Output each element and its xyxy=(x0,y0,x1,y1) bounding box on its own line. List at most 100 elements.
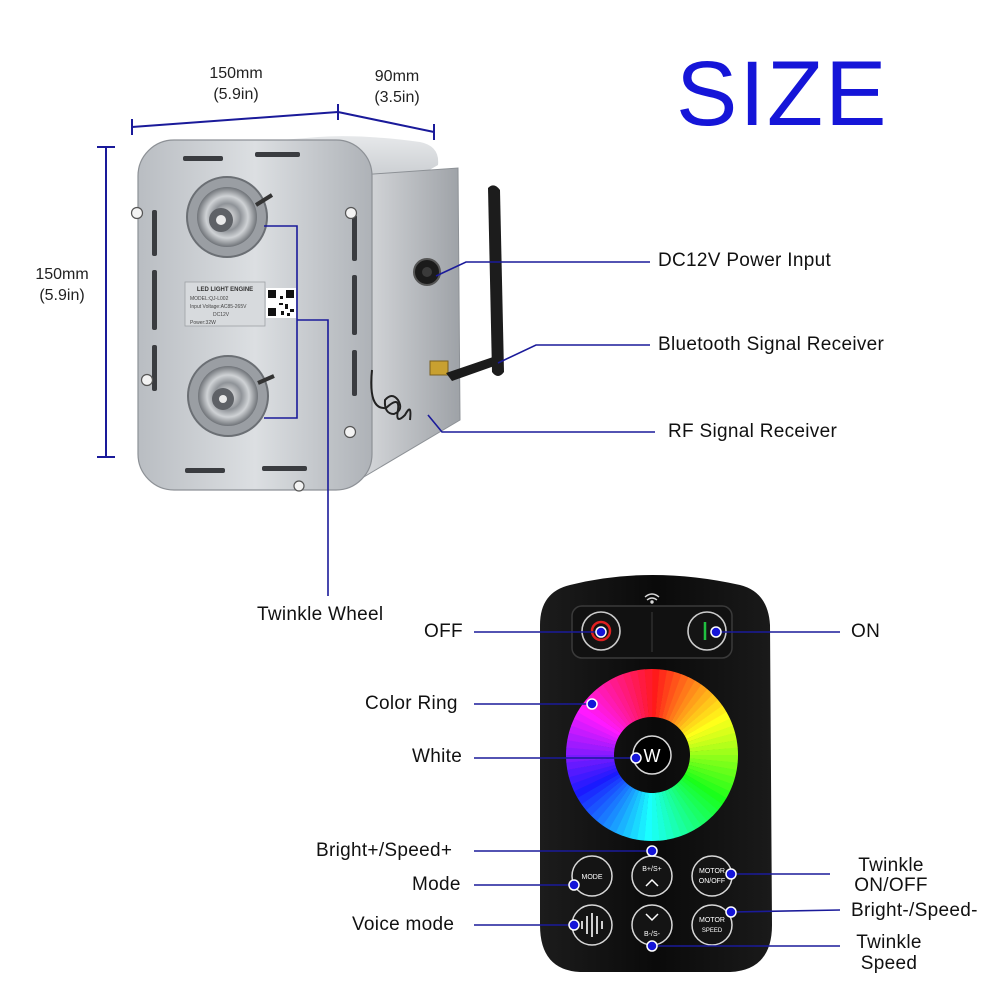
color-ring-segment xyxy=(581,699,624,734)
width-dimension-label: 150mm (5.9in) xyxy=(200,63,272,105)
color-ring-segment xyxy=(596,783,631,826)
color-ring-segment xyxy=(566,757,615,770)
color-ring-segment xyxy=(577,705,622,737)
color-ring-segment xyxy=(615,789,640,836)
color-ring-segment xyxy=(664,789,689,836)
color-ring-segment xyxy=(658,670,675,719)
height-inch: (5.9in) xyxy=(39,287,85,304)
qr-code xyxy=(266,288,296,318)
color-ring-segment xyxy=(581,776,624,811)
color-ring-segment xyxy=(687,764,736,785)
color-ring-segment xyxy=(676,781,713,822)
color-ring-segment xyxy=(688,732,737,749)
rf-callout-line xyxy=(427,414,655,433)
bright-speed-minus-button[interactable]: B-/S- xyxy=(631,904,673,946)
color-ring-segment xyxy=(661,671,682,720)
color-ring-segment xyxy=(602,680,634,725)
twinkle-onoff-label: Twinkle ON/OFF xyxy=(838,856,944,896)
color-ring-segment xyxy=(684,712,731,740)
remote-callout-dots xyxy=(568,626,737,952)
color-ring-segment xyxy=(680,699,723,734)
on-button[interactable] xyxy=(687,611,727,651)
depth-dimension-line xyxy=(337,111,435,140)
sound-wave-icon xyxy=(581,913,603,937)
width-dimension-line xyxy=(131,104,339,135)
twinkle-wheel-label: Twinkle Wheel xyxy=(257,604,384,625)
white-button-label: W xyxy=(644,746,661,766)
color-ring-segment xyxy=(687,725,736,746)
color-ring-segment xyxy=(667,677,696,723)
sticker-model: MODEL:QJ-L002 xyxy=(190,296,229,302)
color-ring-segment xyxy=(566,739,615,752)
color-ring-segment xyxy=(585,779,626,816)
on-label: ON xyxy=(851,621,881,642)
color-ring-segment xyxy=(615,674,640,721)
color-ring-segment xyxy=(568,725,617,746)
motor-speed-label-bottom: SPEED xyxy=(702,928,723,934)
color-ring-segment xyxy=(637,669,650,718)
sticker-dc: DC12V xyxy=(213,312,230,318)
device-callout-lines xyxy=(264,225,655,596)
color-ring-segment xyxy=(680,776,723,811)
color-ring-segment xyxy=(678,779,718,817)
color-ring-segment xyxy=(667,787,695,834)
color-ring-segment xyxy=(670,785,702,830)
color-ring-segment xyxy=(574,711,620,740)
color-ring-segment xyxy=(567,732,616,749)
bluetooth-receiver-label: Bluetooth Signal Receiver xyxy=(658,334,885,355)
motor-onoff-label-top: MOTOR xyxy=(699,868,725,875)
mode-button[interactable]: MODE xyxy=(571,855,613,897)
color-ring-segment xyxy=(661,790,682,839)
color-ring-segment xyxy=(684,770,730,799)
color-ring-segment xyxy=(602,785,634,830)
rf-receiver-label: RF Signal Receiver xyxy=(668,421,838,442)
twinkle-speed-label: Twinkle Speed xyxy=(836,932,942,974)
color-ring-segment xyxy=(571,767,618,792)
mode-button-label: MODE xyxy=(582,874,603,881)
motor-speed-label-top: MOTOR xyxy=(699,917,725,924)
color-ring-segment xyxy=(567,761,616,778)
width-mm: 150mm xyxy=(209,65,263,82)
bright-speed-plus-button[interactable]: B+/S+ xyxy=(631,855,673,897)
motor-speed-button[interactable]: MOTOR SPEED xyxy=(691,904,733,946)
white-label: White xyxy=(412,746,463,767)
power-callout-line xyxy=(435,261,650,277)
bright-speed-plus-label: B+/S+ xyxy=(642,866,661,873)
white-button[interactable]: W xyxy=(632,735,672,775)
color-ring-segment xyxy=(609,676,637,723)
color-ring-segment xyxy=(654,792,667,841)
color-ring-segment xyxy=(622,790,643,839)
bright-speed-minus-callout-label: Bright-/Speed- xyxy=(851,900,978,921)
color-ring-label: Color Ring xyxy=(365,693,458,714)
color-ring-segment xyxy=(573,770,620,798)
light-engine-device: LED LIGHT ENGINE MODEL:QJ-L002 Input Vol… xyxy=(130,136,504,492)
color-ring-segment xyxy=(682,705,727,737)
power-input-label: DC12V Power Input xyxy=(658,250,832,271)
bright-speed-plus-callout-label: Bright+/Speed+ xyxy=(316,840,453,861)
color-ring-segment xyxy=(629,791,646,840)
wifi-icon xyxy=(644,593,660,604)
color-ring-segment xyxy=(629,670,646,719)
color-ring-segment xyxy=(586,693,626,731)
color-ring-segment xyxy=(590,781,628,821)
color-ring-segment xyxy=(682,773,727,805)
color-ring-segment xyxy=(673,783,708,826)
motor-onoff-button[interactable]: MOTOR ON/OFF xyxy=(691,855,733,897)
color-ring-segment xyxy=(655,669,668,718)
bluetooth-callout-line xyxy=(497,344,650,364)
remote-control: W MODE B+/S+ MOTOR ON/OFF xyxy=(540,575,772,972)
depth-mm: 90mm xyxy=(374,68,420,85)
color-ring[interactable] xyxy=(566,669,738,841)
motor-onoff-label-bottom: ON/OFF xyxy=(699,878,725,885)
twinkle-speed-line2: Speed xyxy=(860,953,918,974)
bright-speed-minus-label: B-/S- xyxy=(644,931,661,938)
sticker-power: Power:32W xyxy=(190,320,216,326)
color-ring-segment xyxy=(676,689,714,729)
size-title: SIZE xyxy=(676,43,889,145)
chevron-up-icon xyxy=(645,878,659,887)
sticker-input-voltage: Input Voltage:AC85-265V xyxy=(190,304,247,310)
chevron-down-icon xyxy=(645,913,659,922)
twinkle-onoff-line1: Twinkle xyxy=(858,855,924,876)
color-ring-segment xyxy=(678,694,719,731)
